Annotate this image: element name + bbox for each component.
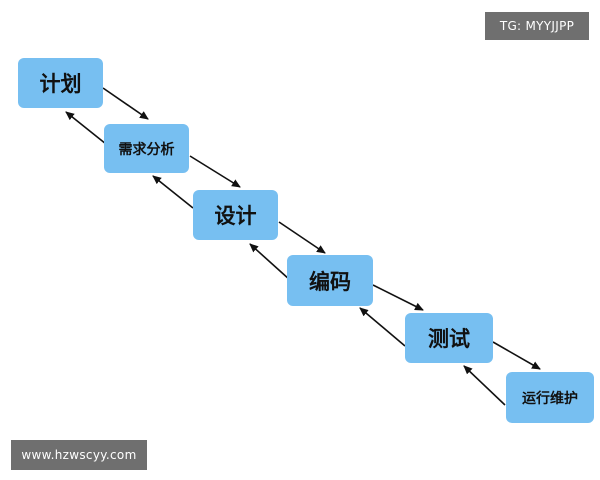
step-coding-label: 编码 (309, 269, 351, 294)
step-design: 设计 (193, 190, 278, 240)
step-testing-label: 测试 (428, 327, 470, 351)
step-testing: 测试 (405, 313, 493, 363)
step-operation-maintenance: 运行维护 (506, 372, 594, 423)
arrow-coding-back-to-design (249, 243, 291, 281)
watermark-bottom-left-text: www.hzwscyy.com (21, 448, 137, 462)
watermark-bottom-left: www.hzwscyy.com (11, 440, 147, 470)
arrow-plan-to-requirements (102, 87, 149, 120)
arrow-maintenance-back-to-testing (463, 365, 506, 406)
arrow-testing-back-to-coding (359, 307, 406, 347)
step-requirements-analysis-label: 需求分析 (118, 141, 175, 158)
arrow-requirements-to-design (189, 155, 241, 188)
step-operation-maintenance-label: 运行维护 (522, 390, 578, 407)
arrow-design-back-to-requirements (152, 175, 194, 209)
step-requirements-analysis: 需求分析 (104, 124, 189, 173)
step-plan-label: 计划 (39, 72, 82, 96)
step-coding: 编码 (287, 255, 373, 306)
arrow-coding-to-testing (372, 284, 424, 311)
watermark-top-right: TG: MYYJJPP (485, 12, 589, 40)
step-design-label: 设计 (214, 204, 257, 228)
arrow-design-to-coding (278, 221, 326, 254)
step-plan: 计划 (18, 58, 103, 108)
arrow-requirements-back-to-plan (65, 111, 107, 145)
watermark-top-right-text: TG: MYYJJPP (499, 19, 575, 33)
arrow-testing-to-maintenance (492, 341, 541, 370)
